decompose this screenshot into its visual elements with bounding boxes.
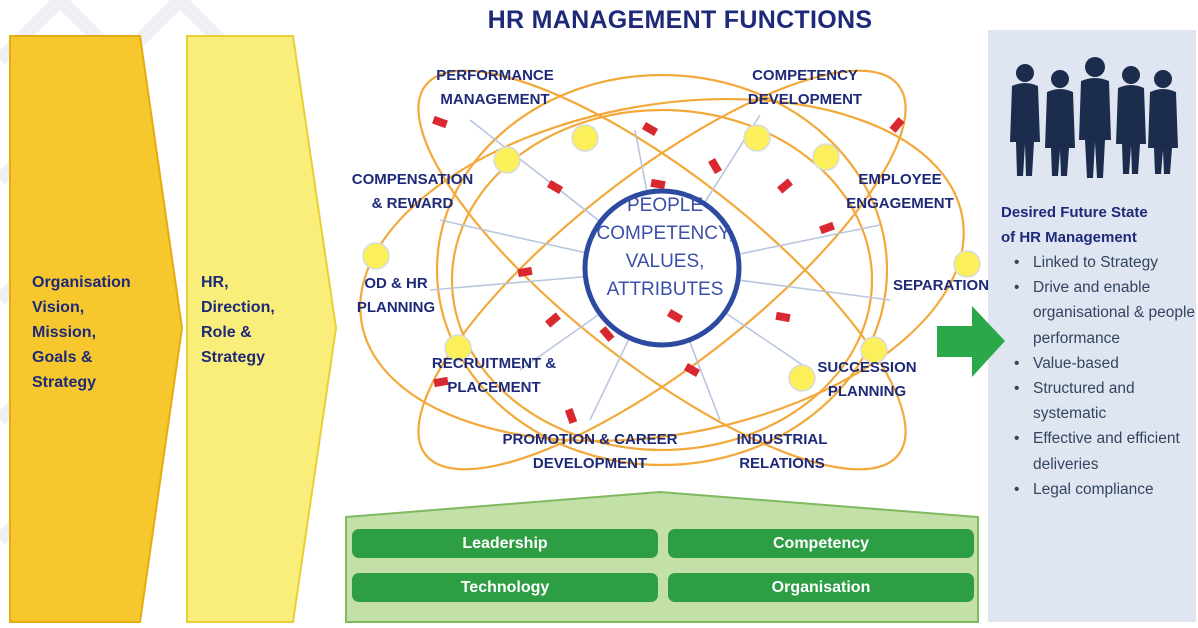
chevron-hr-direction	[186, 35, 338, 623]
function-line: OD & HR	[364, 275, 428, 292]
function-line: ENGAGEMENT	[846, 195, 954, 212]
orbit-nodes	[362, 124, 981, 392]
function-line: DEVELOPMENT	[747, 91, 863, 108]
chevron-line: Organisation	[32, 274, 131, 291]
chevron-line: Goals &	[32, 349, 93, 366]
function-line: DEVELOPMENT	[532, 455, 648, 472]
core-values-text: PEOPLE COMPETENCY, VALUES, ATTRIBUTES	[590, 192, 740, 304]
function-line: PLANNING	[827, 383, 907, 400]
desired-state-title: Desired Future State of HR Management	[1001, 200, 1191, 250]
function-line: SUCCESSION	[817, 359, 917, 376]
function-line: PROMOTION & CAREER	[502, 431, 678, 448]
chevron-line: Strategy	[201, 349, 266, 366]
people-silhouettes-icon	[1010, 57, 1178, 178]
orbits	[359, 69, 965, 471]
function-line: RECRUITMENT &	[431, 355, 557, 372]
function-line: COMPETENCY	[752, 67, 858, 84]
chevron-line: Direction,	[201, 299, 275, 316]
chevron-line: Mission,	[32, 324, 97, 341]
function-line: COMPENSATION	[351, 171, 474, 188]
function-line: PLACEMENT	[447, 379, 541, 396]
core-line: PEOPLE	[626, 195, 704, 216]
chevron-line: HR,	[201, 274, 229, 291]
core-line: COMPETENCY,	[596, 223, 734, 244]
function-line: EMPLOYEE	[858, 171, 942, 188]
function-line: INDUSTRIAL	[736, 431, 828, 448]
function-succession-planning: SUCCESSION PLANNING	[805, 356, 929, 404]
pillar-competency: Competency	[668, 529, 974, 558]
list-item: Effective and efficient deliveries	[1010, 426, 1195, 476]
function-competency-development: COMPETENCY DEVELOPMENT	[735, 64, 875, 112]
page-title: HR MANAGEMENT FUNCTIONS	[487, 6, 873, 34]
function-line: RELATIONS	[739, 455, 825, 472]
chevron-line: Role &	[201, 324, 252, 341]
function-compensation-reward: COMPENSATION & REWARD	[335, 168, 490, 216]
list-item: Value-based	[1010, 351, 1195, 376]
function-line: & REWARD	[371, 195, 454, 212]
organisation-vision-text: Organisation Vision, Mission, Goals & St…	[32, 270, 131, 395]
list-item: Linked to Strategy	[1010, 250, 1195, 275]
pillar-technology: Technology	[352, 573, 658, 602]
core-ring	[582, 188, 742, 348]
chevron-line: Vision,	[32, 299, 85, 316]
core-line: ATTRIBUTES	[606, 279, 724, 300]
pillar-leadership: Leadership	[352, 529, 658, 558]
function-promotion-career-development: PROMOTION & CAREER DEVELOPMENT	[490, 428, 690, 476]
function-line: MANAGEMENT	[440, 91, 550, 108]
core-line: VALUES,	[625, 251, 705, 272]
function-line: PERFORMANCE	[436, 67, 554, 84]
desired-state-list: Linked to Strategy Drive and enable orga…	[1010, 250, 1195, 502]
function-performance-management: PERFORMANCE MANAGEMENT	[425, 64, 565, 112]
desired-title-line: Desired Future State	[1001, 204, 1148, 221]
desired-title-line: of HR Management	[1001, 229, 1137, 246]
function-separation: SEPARATION	[882, 274, 1000, 298]
list-item: Legal compliance	[1010, 477, 1195, 502]
function-recruitment-placement: RECRUITMENT & PLACEMENT	[418, 352, 570, 400]
hr-direction-text: HR, Direction, Role & Strategy	[201, 270, 275, 370]
chevron-line: Strategy	[32, 374, 97, 391]
function-employee-engagement: EMPLOYEE ENGAGEMENT	[835, 168, 965, 216]
red-diamond-markers	[432, 115, 905, 424]
right-arrow-icon	[937, 306, 1005, 377]
function-line: PLANNING	[356, 299, 436, 316]
list-item: Structured and systematic	[1010, 376, 1195, 426]
list-item: Drive and enable organisational & people…	[1010, 275, 1195, 351]
function-od-hr-planning: OD & HR PLANNING	[348, 272, 444, 320]
chevron-organisation	[9, 35, 184, 623]
function-line: SEPARATION	[892, 277, 990, 294]
function-industrial-relations: INDUSTRIAL RELATIONS	[722, 428, 842, 476]
pillar-organisation: Organisation	[668, 573, 974, 602]
